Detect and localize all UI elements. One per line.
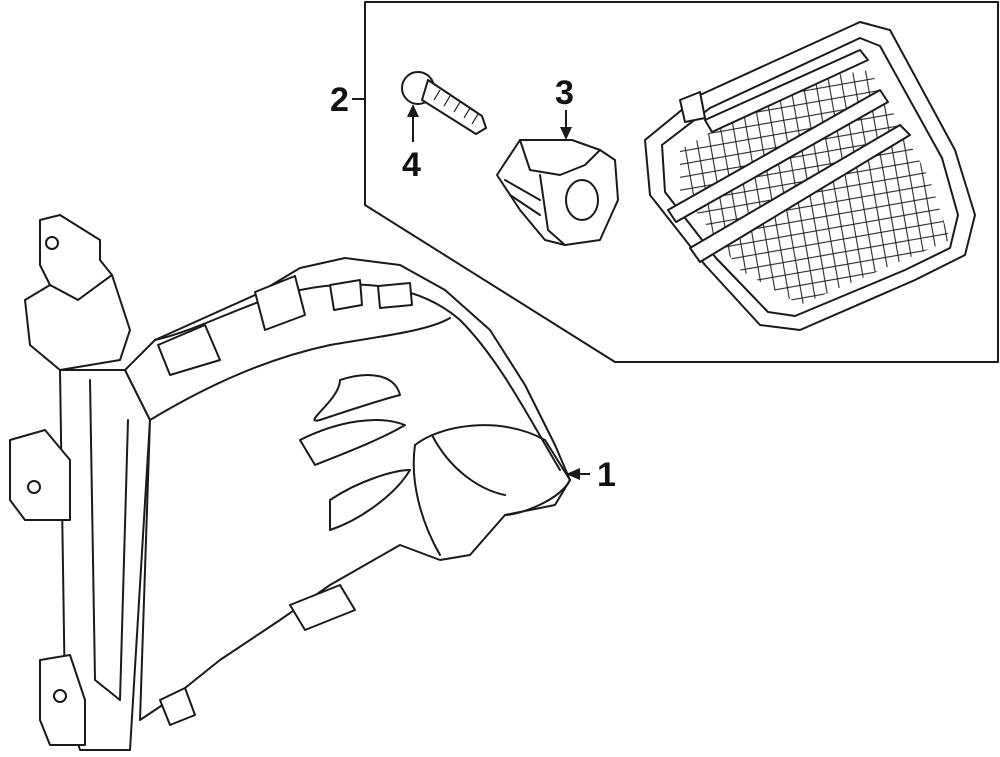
callout-1-leader: [566, 468, 590, 480]
part-3-clip: [496, 139, 619, 246]
callout-4: 4: [402, 146, 421, 184]
part-1-bracket: [9, 214, 571, 751]
callout-4-leader: [407, 104, 419, 142]
component-2-inset-box: [364, 1, 999, 363]
part-4-screw: [401, 71, 487, 135]
callout-2: 2: [330, 81, 349, 119]
callout-3: 3: [555, 74, 574, 112]
callout-1: 1: [597, 456, 616, 494]
part-2-grille: [644, 21, 976, 331]
callout-3-leader: [560, 110, 572, 140]
